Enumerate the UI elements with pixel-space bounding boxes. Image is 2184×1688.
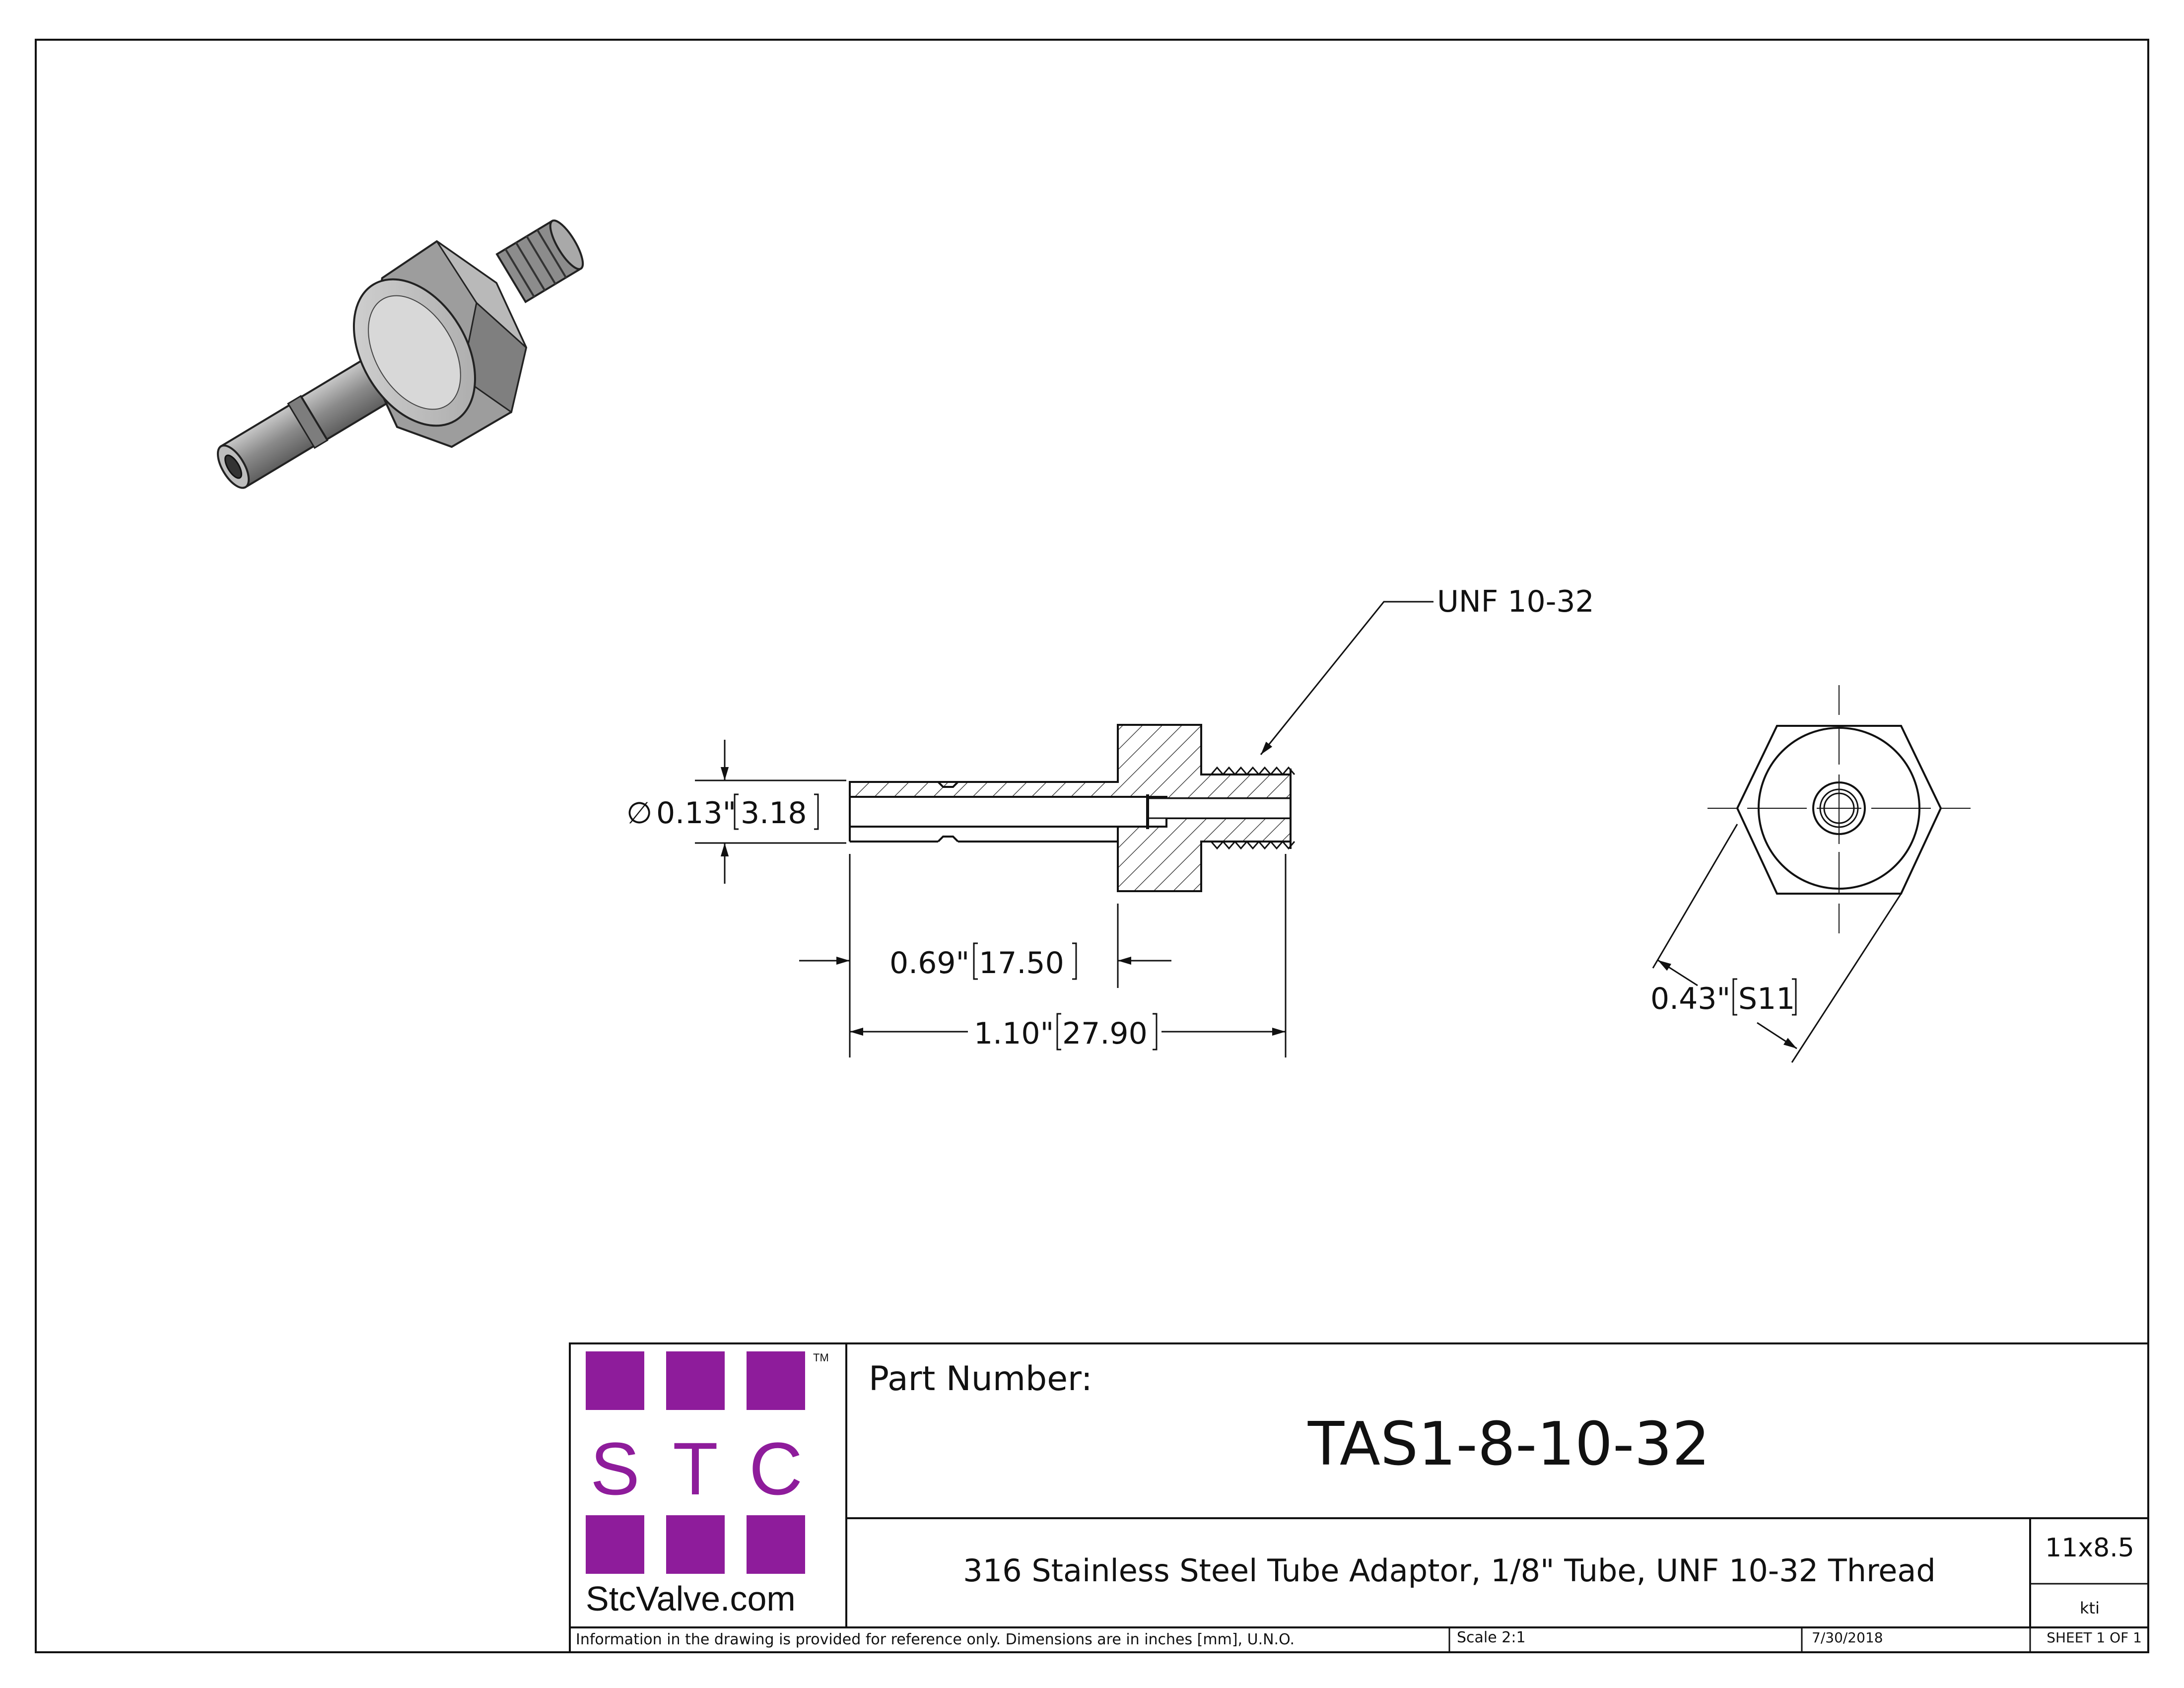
diameter-dimension: ∅ 0.13" 3.18 bbox=[626, 740, 846, 884]
sheet-number: SHEET 1 OF 1 bbox=[2047, 1629, 2142, 1646]
paper-size: 11x8.5 bbox=[2045, 1533, 2134, 1563]
overall-length-dimension: 1.10" 27.90 bbox=[850, 854, 1287, 1057]
tube-length-mm: 17.50 bbox=[979, 946, 1064, 981]
logo-letter-t: T bbox=[673, 1427, 718, 1510]
end-view bbox=[1707, 685, 1971, 933]
logo-trademark: TM bbox=[813, 1351, 829, 1364]
tube-length-dimension: 0.69" 17.50 bbox=[799, 854, 1171, 1057]
hex-dimension: 0.43" S11 bbox=[1650, 824, 1902, 1063]
tube-length-in: 0.69" bbox=[889, 946, 969, 981]
part-number: TAS1-8-10-32 bbox=[1307, 1410, 1710, 1479]
drawing-date: 7/30/2018 bbox=[1812, 1629, 1883, 1646]
logo-letter-c: C bbox=[749, 1427, 803, 1510]
logo-letter-s: S bbox=[590, 1427, 640, 1510]
hex-value-in: 0.43" bbox=[1650, 982, 1730, 1016]
hex-value-mm: S11 bbox=[1738, 982, 1795, 1016]
isometric-view bbox=[216, 219, 584, 489]
overall-length-mm: 27.90 bbox=[1062, 1016, 1148, 1051]
thread-callout: UNF 10-32 bbox=[1437, 584, 1594, 619]
part-number-label: Part Number: bbox=[869, 1359, 1092, 1399]
part-description: 316 Stainless Steel Tube Adaptor, 1/8" T… bbox=[963, 1552, 1935, 1589]
overall-length-in: 1.10" bbox=[974, 1016, 1054, 1051]
scale: Scale 2:1 bbox=[1457, 1629, 1526, 1646]
diameter-value-in: 0.13" bbox=[656, 796, 736, 831]
stc-logo: S T C TM StcValve.com bbox=[586, 1351, 829, 1618]
diameter-value-mm: 3.18 bbox=[741, 796, 807, 831]
thread-leader bbox=[1260, 601, 1433, 755]
section-view bbox=[849, 724, 1296, 892]
logo-website: StcValve.com bbox=[586, 1579, 796, 1618]
diameter-symbol: ∅ bbox=[626, 796, 652, 831]
title-block: S T C TM StcValve.com Part Number: TAS1-… bbox=[569, 1342, 2149, 1653]
reference-note: Information in the drawing is provided f… bbox=[576, 1631, 1295, 1648]
drawn-by: kti bbox=[2080, 1599, 2100, 1618]
